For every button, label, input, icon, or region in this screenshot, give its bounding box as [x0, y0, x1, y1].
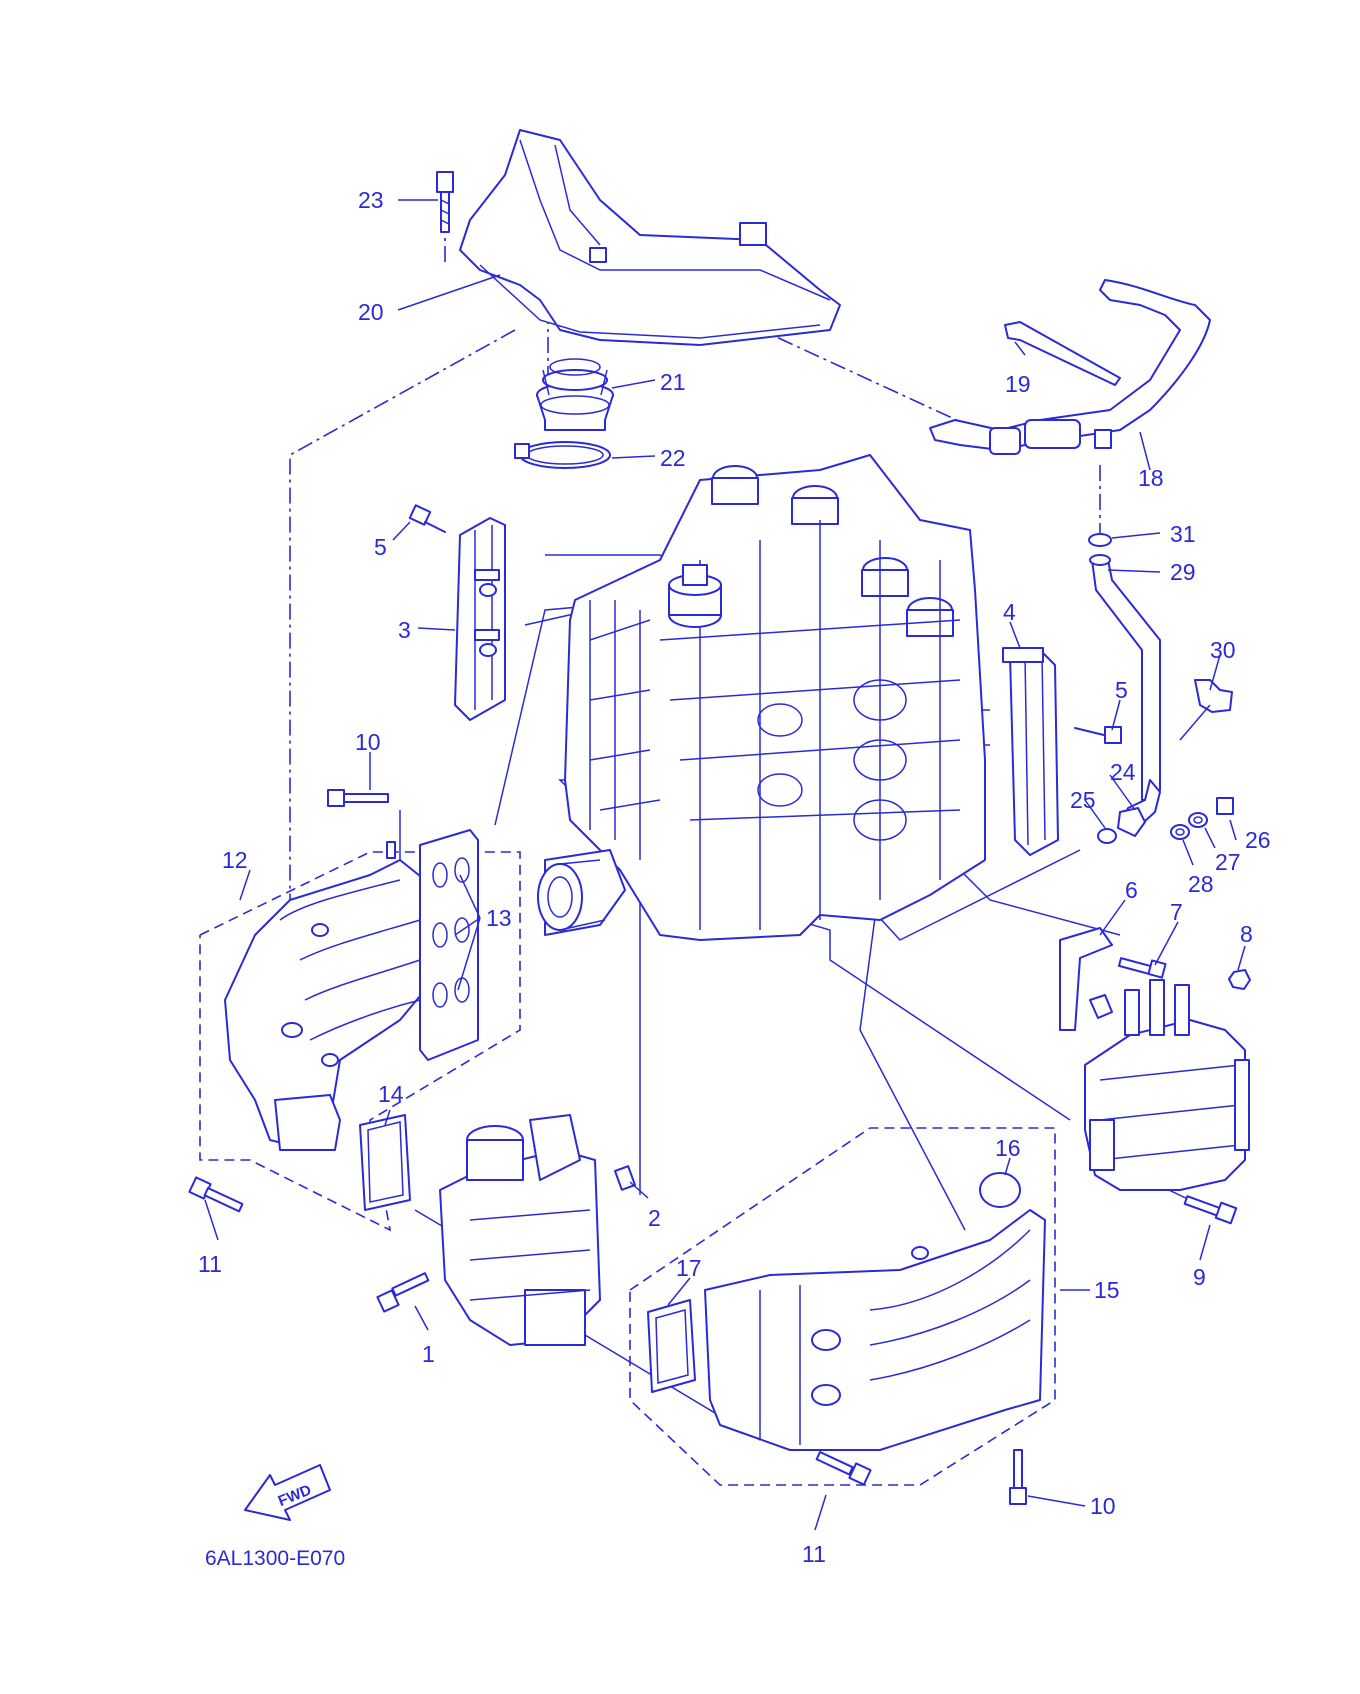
callout-19: 19 — [1005, 371, 1031, 397]
callout-8: 8 — [1240, 921, 1253, 947]
callout-18: 18 — [1138, 465, 1164, 491]
callout-21: 21 — [660, 369, 686, 395]
callout-5-left: 5 — [374, 534, 387, 560]
vapor-separator-assembly — [1084, 979, 1250, 1191]
part-12-intake-manifold-left — [224, 841, 426, 1151]
callout-30: 30 — [1210, 637, 1236, 663]
part-1-bolt — [376, 1272, 430, 1313]
callout-4: 4 — [1003, 599, 1016, 625]
callout-13: 13 — [486, 905, 512, 931]
diagram-code: 6AL1300-E070 — [205, 1547, 345, 1570]
callout-22: 22 — [660, 445, 686, 471]
part-13-plate — [419, 829, 479, 1061]
callout-leaders — [204, 199, 1246, 1531]
part-26-screw — [1216, 797, 1234, 815]
part-23-bolt — [436, 171, 454, 233]
callout-23: 23 — [358, 187, 384, 213]
group-outlines — [199, 851, 1056, 1486]
callout-7: 7 — [1170, 899, 1183, 925]
callout-6: 6 — [1125, 877, 1138, 903]
part-30-clip — [1194, 679, 1233, 713]
callout-1: 1 — [422, 1341, 435, 1367]
part-6-bracket — [1059, 927, 1113, 1031]
callout-5-right: 5 — [1115, 677, 1128, 703]
callout-29: 29 — [1170, 559, 1196, 585]
part-18-hose — [929, 279, 1211, 455]
fwd-arrow-icon: FWD — [244, 1464, 331, 1521]
callout-11-left: 11 — [198, 1251, 222, 1277]
callout-20: 20 — [358, 299, 384, 325]
callout-31: 31 — [1170, 521, 1196, 547]
callout-11-bottom: 11 — [802, 1541, 826, 1567]
throttle-body — [439, 1114, 601, 1346]
part-5-bolt-left — [408, 504, 446, 533]
callout-10-lower: 10 — [1090, 1493, 1116, 1519]
part-14-gasket — [359, 1114, 411, 1211]
part-11-bolt-left — [188, 1176, 244, 1213]
callout-labels: 23 20 21 22 19 18 31 29 30 24 25 26 27 2… — [198, 187, 1271, 1567]
part-28-washer — [1170, 824, 1190, 840]
callout-3: 3 — [398, 617, 411, 643]
part-25-o-ring — [1097, 828, 1117, 844]
part-2-dowel — [614, 1165, 636, 1191]
part-3-side-cover-left — [454, 517, 506, 721]
callout-26: 26 — [1245, 827, 1271, 853]
part-10-bolt-upper — [327, 789, 389, 807]
callout-15: 15 — [1094, 1277, 1120, 1303]
callout-16: 16 — [995, 1135, 1021, 1161]
callout-28: 28 — [1188, 871, 1214, 897]
callout-12: 12 — [222, 847, 248, 873]
part-7-bolt — [1117, 957, 1167, 979]
callout-2: 2 — [648, 1205, 661, 1231]
part-22-clamp — [514, 441, 611, 469]
part-27-washer — [1188, 812, 1208, 828]
callout-17: 17 — [676, 1255, 702, 1281]
cylinder-block-assembly — [537, 454, 986, 941]
callout-27: 27 — [1215, 849, 1241, 875]
part-24-joint — [1117, 807, 1146, 837]
callout-25: 25 — [1070, 787, 1096, 813]
callout-9: 9 — [1193, 1264, 1206, 1290]
part-4-side-cover-right — [1002, 647, 1059, 856]
callout-14: 14 — [378, 1081, 404, 1107]
callout-10-upper: 10 — [355, 729, 381, 755]
part-10-bolt-lower — [1009, 1449, 1027, 1505]
part-8-nut — [1228, 969, 1251, 990]
part-21-grommet — [536, 358, 614, 431]
part-17-gasket — [647, 1299, 696, 1393]
part-9-bolt — [1183, 1195, 1238, 1225]
part-11-bolt-bottom — [815, 1451, 872, 1486]
part-16-o-ring — [979, 1172, 1021, 1208]
part-15-intake-manifold-lower — [704, 1209, 1046, 1451]
callout-24: 24 — [1110, 759, 1136, 785]
part-20-silencer-cover — [459, 129, 841, 346]
part-5-bolt-right — [1074, 726, 1122, 744]
part-19-cable-tie — [1004, 321, 1121, 386]
part-31-clip — [1088, 533, 1112, 547]
